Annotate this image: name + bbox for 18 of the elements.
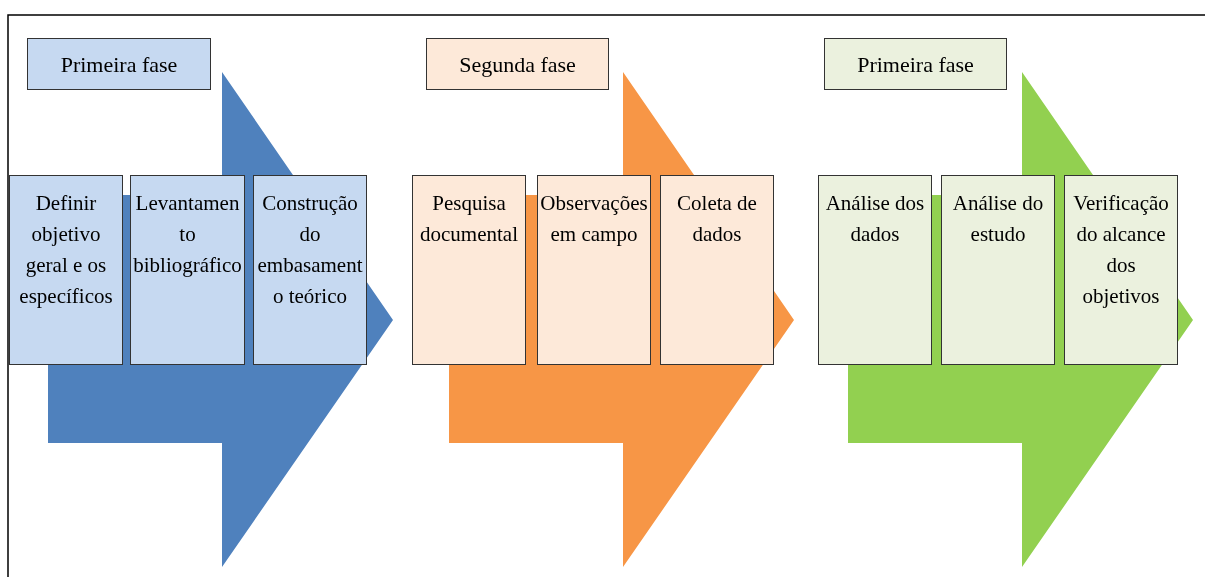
step-text: Coleta de dados: [676, 190, 758, 248]
phase-label-box: [824, 38, 1007, 90]
step-text: Pesquisa documental: [419, 190, 519, 248]
phase-label-box: [426, 38, 609, 90]
step-text: Verificação do alcance dos objetivos: [1072, 190, 1170, 310]
step-text: Levantamento bibliográfico: [133, 190, 242, 279]
phase-title: Primeira fase: [857, 50, 974, 79]
step-text: Observações em campo: [540, 190, 648, 248]
phase-title: Segunda fase: [459, 50, 576, 79]
step-text: Análise do estudo: [951, 190, 1045, 248]
process-box: [412, 175, 526, 365]
phase-label-box: [27, 38, 211, 90]
process-box: [9, 175, 123, 365]
step-text: Construção do embasamento teórico: [256, 190, 364, 310]
process-box: [818, 175, 932, 365]
phase-title: Primeira fase: [60, 50, 178, 79]
step-text: Análise dos dados: [824, 190, 926, 248]
step-text: Definir objetivo geral e os específicos: [18, 190, 114, 310]
